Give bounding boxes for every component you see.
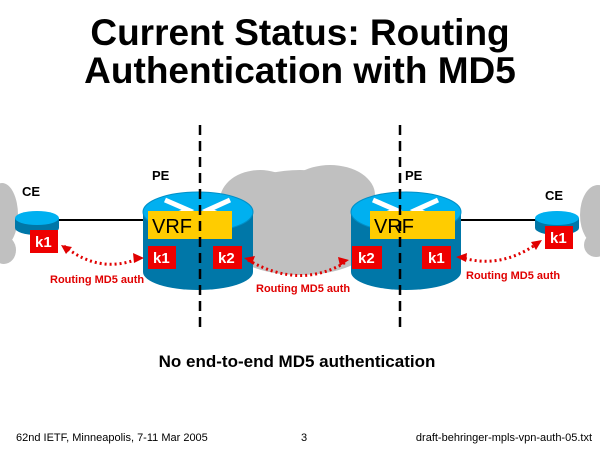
svg-text:k1: k1 [550, 230, 567, 247]
key-pe-left-ce-side: k1 [148, 246, 176, 269]
auth-arrow-right [459, 241, 539, 263]
svg-text:k1: k1 [428, 250, 445, 267]
vrf-label-left: VRF [152, 216, 192, 238]
auth-arrow-left [63, 244, 141, 266]
pe-router-left [142, 191, 254, 290]
key-pe-right-core-side: k2 [352, 246, 382, 269]
key-ce-right: k1 [545, 226, 573, 249]
auth-label-right: Routing MD5 auth [466, 270, 560, 282]
pe-left-label: PE [152, 168, 170, 183]
pe-right-label: PE [405, 168, 423, 183]
summary-text: No end-to-end MD5 authentication [158, 352, 436, 371]
pe-router-right [350, 191, 462, 290]
customer-cloud-right [580, 185, 600, 257]
key-ce-left: k1 [30, 230, 58, 253]
footer-event: 62nd IETF, Minneapolis, 7-11 Mar 2005 [16, 432, 208, 444]
title-line-2: Authentication with MD5 [84, 50, 516, 91]
svg-text:k1: k1 [153, 250, 170, 267]
ce-left-label: CE [22, 184, 40, 199]
key-pe-left-core-side: k2 [213, 246, 242, 269]
footer-page-number: 3 [301, 432, 308, 444]
auth-label-middle: Routing MD5 auth [256, 283, 350, 295]
auth-label-left: Routing MD5 auth [50, 274, 144, 286]
vrf-box-left [148, 211, 232, 239]
provider-cloud [220, 165, 380, 275]
title-line-1: Current Status: Routing [90, 12, 510, 53]
vrf-label-right: VRF [374, 216, 414, 238]
vrf-box-right [370, 211, 455, 239]
slide-title: Current Status: Routing Authentication w… [0, 14, 600, 90]
svg-text:k2: k2 [358, 250, 375, 267]
ce-right-label: CE [545, 188, 563, 203]
footer-draft-name: draft-behringer-mpls-vpn-auth-05.txt [415, 432, 592, 444]
customer-cloud-left [0, 183, 18, 264]
svg-text:k2: k2 [218, 250, 235, 267]
key-pe-right-ce-side: k1 [422, 246, 451, 269]
svg-text:k1: k1 [35, 234, 52, 251]
